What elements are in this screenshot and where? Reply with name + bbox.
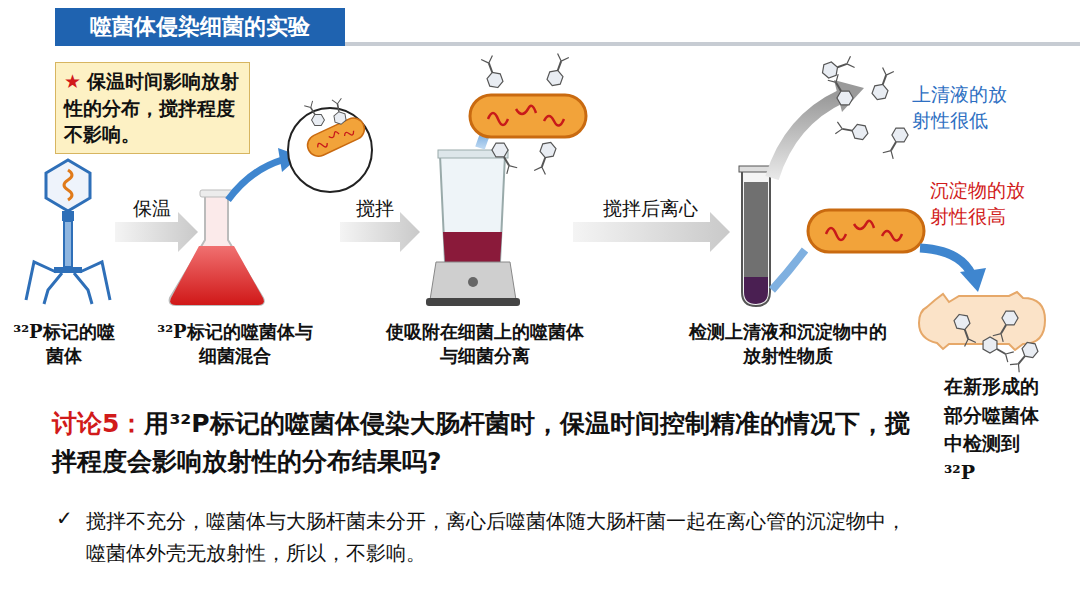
- answer-text: 搅拌不充分，噬菌体与大肠杆菌未分开，离心后噬菌体随大肠杆菌一起在离心管的沉淀物中…: [86, 505, 906, 569]
- step-caption: ³²P标记的噬菌体: [8, 320, 120, 369]
- step-caption: 检测上清液和沉淀物中的放射性物质: [688, 320, 888, 369]
- title-band: [55, 8, 345, 46]
- arrow-label: 搅拌后离心: [580, 196, 720, 222]
- test-tube: [739, 166, 773, 306]
- lysed-bacterium: [919, 292, 1045, 350]
- star-mark: ★: [64, 70, 81, 92]
- phage-icon: [26, 160, 110, 304]
- step-caption: 在新形成的部分噬菌体中检测到³²P: [944, 372, 1044, 486]
- discussion-number: 讨论5：: [52, 409, 144, 438]
- step-caption: ³²P标记的噬菌体与细菌混合: [150, 320, 320, 369]
- result-text: 上清液的放射性很低: [912, 82, 1008, 133]
- title-text: 噬菌体侵染细菌的实验: [55, 8, 345, 46]
- note-box: ★保温时间影响放射性的分布，搅拌程度不影响。: [55, 62, 250, 154]
- arrow-label: 搅拌: [345, 196, 405, 222]
- discussion-question: 用³²P标记的噬菌体侵染大肠杆菌时，保温时间控制精准的情况下，搅拌程度会影响放射…: [52, 409, 910, 476]
- step-caption: 使吸附在细菌上的噬菌体与细菌分离: [385, 320, 585, 369]
- note-text: 保温时间影响放射性的分布，搅拌程度不影响。: [64, 70, 239, 145]
- result-text: 沉淀物的放射性很高: [930, 178, 1026, 229]
- discussion: 讨论5：用³²P标记的噬菌体侵染大肠杆菌时，保温时间控制精准的情况下，搅拌程度会…: [52, 405, 912, 480]
- arrow-label: 保温: [122, 196, 182, 222]
- blender: [426, 150, 520, 306]
- check-mark: ✓: [56, 505, 80, 532]
- flask: [170, 190, 264, 305]
